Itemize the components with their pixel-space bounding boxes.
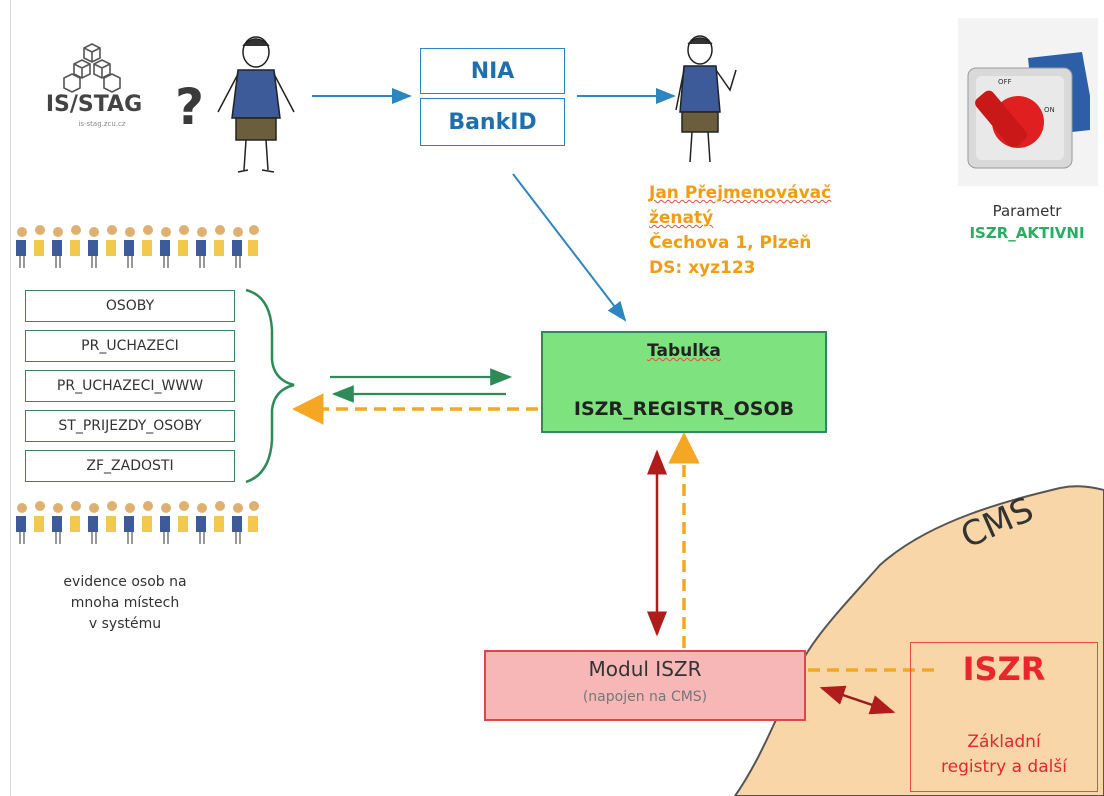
tables-brace [245,288,295,484]
nia-box: NIA [420,48,565,94]
modul-iszr-title: Modul ISZR [588,657,702,681]
isstag-logo-icon [63,43,121,93]
table-pr-uchazeci-www: PR_UCHAZECI_WWW [25,370,235,402]
person-name: Jan Přejmenovávač [649,183,832,203]
evidence-line-2: mnoha místech [70,595,180,611]
arrow-idp-to-tabulka [512,173,627,322]
evidence-note: evidence osob na mnoha místech v systému [30,572,220,635]
person-verified-icon [675,35,737,163]
table-osoby: OSOBY [25,290,235,322]
rotary-switch-icon: OFF ON [958,18,1098,186]
isstag-logo-text: IS/STAG [45,92,143,117]
table-zf-zadosti: ZF_ZADOSTI [25,450,235,482]
isstag-logo-url: is-stag.zcu.cz [78,120,126,128]
crowd-top-icon [12,222,262,272]
person-info: Jan Přejmenovávač ženatý Čechova 1, Plze… [649,181,879,281]
table-pr-uchazeci: PR_UCHAZECI [25,330,235,362]
person-address: Čechova 1, Plzeň [649,233,812,253]
tabulka-box [541,331,827,433]
switch-photo: OFF ON [958,18,1098,186]
crowd-bottom-icon [16,501,259,544]
person-ds: DS: xyz123 [649,258,756,278]
iszr-title: ISZR [962,650,1046,688]
question-mark: ? [175,78,205,136]
iszr-box [910,642,1098,792]
arrow-modul-iszr [819,685,896,715]
iszr-subtitle-2: registry a další [941,757,1067,777]
table-st-prijezdy-osoby: ST_PRIJEZDY_OSOBY [25,410,235,442]
person-status: ženatý [649,208,714,228]
tabulka-name: ISZR_REGISTR_OSOB [573,398,795,420]
left-border-line [10,0,11,796]
modul-iszr-subtitle: (napojen na CMS) [582,689,708,705]
switch-on-label: ON [1044,106,1055,114]
parameter-label: Parametr [992,202,1062,220]
iszr-subtitle-1: Základní [967,732,1041,752]
bankid-box: BankID [420,98,565,146]
evidence-line-3: v systému [88,616,162,632]
parameter-value: ISZR_AKTIVNI [969,224,1085,242]
evidence-line-1: evidence osob na [63,574,187,590]
person-confused-icon [217,36,295,173]
tabulka-title: Tabulka [647,341,721,361]
switch-off-label: OFF [998,78,1012,86]
modul-iszr-box [484,650,806,721]
